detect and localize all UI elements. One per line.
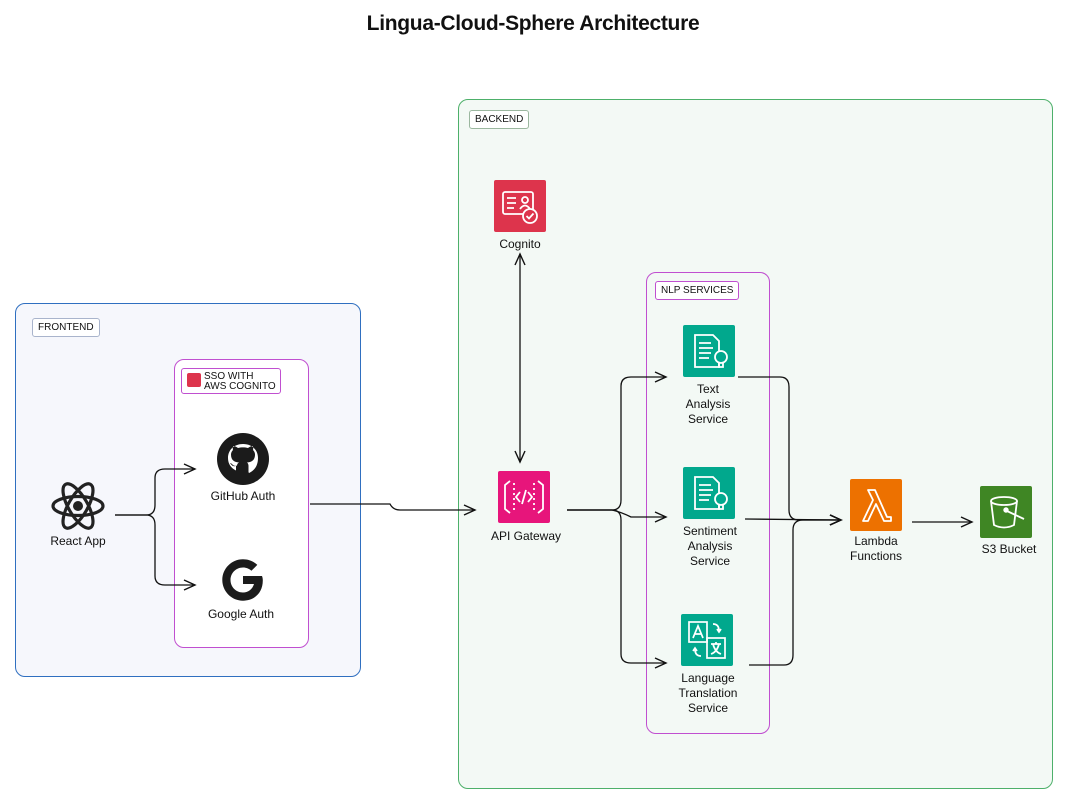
sentiment-analysis-label: Sentiment Analysis Service [682, 524, 738, 568]
sentiment-analysis-icon [683, 467, 735, 519]
translate-icon [681, 614, 733, 666]
google-auth-label: Google Auth [207, 607, 275, 621]
sso-label: SSO WITH AWS COGNITO [181, 368, 281, 394]
api-gateway-icon [498, 471, 550, 523]
text-analysis-label: Text Analysis Service [685, 382, 731, 426]
edge-sso-apigw [310, 503, 477, 516]
edge-apigw-translate [567, 509, 668, 669]
backend-label: BACKEND [469, 110, 530, 129]
cognito-icon [494, 180, 546, 232]
github-icon [216, 432, 270, 491]
frontend-label: FRONTEND [32, 318, 100, 337]
translation-label: Language Translation Service [678, 671, 738, 715]
edge-translate-lambda [749, 514, 843, 666]
cognito-label: Cognito [499, 237, 541, 251]
lambda-icon [850, 479, 902, 531]
google-icon [216, 553, 270, 612]
sso-label-text: SSO WITH AWS COGNITO [204, 371, 276, 392]
text-analysis-icon [683, 325, 735, 377]
cognito-mini-icon [187, 373, 201, 387]
lambda-label: Lambda Functions [849, 534, 903, 563]
edge-react-github [115, 463, 197, 516]
react-icon [50, 478, 106, 539]
diagram-title: Lingua-Cloud-Sphere Architecture [366, 12, 700, 35]
edge-apigw-text [567, 371, 668, 511]
api-gateway-label: API Gateway [490, 529, 562, 543]
s3-bucket-label: S3 Bucket [981, 542, 1037, 556]
github-auth-label: GitHub Auth [210, 489, 276, 503]
react-app-label: React App [50, 534, 106, 548]
nlp-services-label: NLP SERVICES [655, 281, 740, 300]
edge-react-google [115, 514, 197, 591]
s3-bucket-icon [980, 486, 1032, 538]
